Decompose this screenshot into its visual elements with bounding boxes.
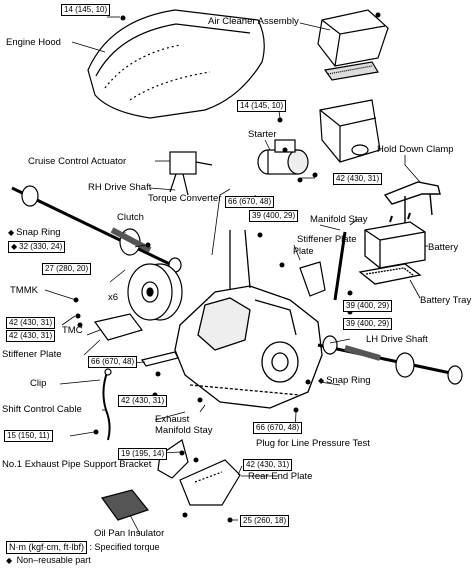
torque-converter-label: Torque Converter bbox=[148, 193, 222, 204]
legend-torque-unit-box: N·m (kgf·cm, ft·lbf) bbox=[6, 541, 87, 554]
torque-spec-box: 39 (400, 29) bbox=[249, 210, 299, 222]
shift-cable-label: Shift Control Cable bbox=[2, 404, 82, 415]
cruise-actuator-drawing bbox=[169, 151, 213, 196]
hold-down-clamp-label: Hold Down Clamp bbox=[377, 144, 454, 155]
legend-nonreusable-row: ◆ Non–reusable part bbox=[6, 554, 160, 567]
hold-down-clamp-drawing bbox=[383, 181, 441, 225]
tmc-label: TMC bbox=[62, 325, 83, 336]
torque-spec-box: 39 (400, 29) bbox=[343, 318, 393, 330]
exhaust-manifold-stay-drawing bbox=[141, 351, 179, 367]
rear-end-plate-label: Rear End Plate bbox=[248, 471, 313, 482]
torque-spec-box: 19 (195, 14) bbox=[118, 448, 168, 460]
air-cleaner-drawing bbox=[317, 9, 389, 163]
legend: N·m (kgf·cm, ft·lbf) : Specified torque … bbox=[6, 541, 160, 567]
legend-torque-row: N·m (kgf·cm, ft·lbf) : Specified torque bbox=[6, 541, 160, 554]
engine-hood-label: Engine Hood bbox=[6, 37, 61, 48]
torque-spec-box: 42 (430, 31) bbox=[243, 459, 293, 471]
battery-label: Battery bbox=[428, 242, 459, 253]
bolts bbox=[73, 12, 381, 523]
exhaust-manifold-stay-label: Exhaust Manifold Stay bbox=[155, 414, 213, 436]
x6-label: x6 bbox=[108, 292, 119, 303]
nonreusable-diamond-icon: ◆ bbox=[11, 242, 18, 251]
torque-spec-box: 42 (430, 31) bbox=[6, 317, 56, 329]
rear-end-plate-drawing bbox=[179, 459, 241, 506]
battery-drawing bbox=[358, 212, 426, 285]
torque-spec-box: ◆32 (330, 24) bbox=[8, 241, 66, 253]
stiffener-plate-right-label: Stiffener Plate bbox=[297, 234, 357, 245]
manifold-stay-drawing bbox=[299, 231, 347, 301]
torque-spec-box: 25 (260, 18) bbox=[240, 515, 290, 527]
snap-ring-left-text: Snap Ring bbox=[16, 227, 61, 238]
torque-spec-value: 32 (330, 24) bbox=[19, 242, 63, 251]
rh-drive-shaft-drawing bbox=[11, 185, 182, 273]
lh-drive-shaft-drawing bbox=[317, 335, 463, 385]
manifold-stay-label: Manifold Stay bbox=[310, 214, 368, 225]
torque-spec-box: 14 (145, 10) bbox=[237, 100, 287, 112]
legend-torque-desc: : Specified torque bbox=[89, 542, 160, 552]
stiffener-plate-left-drawing bbox=[93, 313, 143, 341]
legend-nonreusable-text: Non–reusable part bbox=[16, 555, 91, 565]
transaxle-drawing bbox=[174, 229, 323, 409]
oil-pan-insulator-label: Oil Pan Insulator bbox=[94, 528, 165, 539]
exhaust-bracket-label: No.1 Exhaust Pipe Support Bracket bbox=[2, 459, 152, 470]
oil-pan-insulator-drawing bbox=[101, 489, 150, 521]
torque-spec-box: 66 (670, 48) bbox=[88, 356, 138, 368]
plug-line-pressure-label: Plug for Line Pressure Test bbox=[256, 438, 370, 449]
torque-spec-box: 14 (145, 10) bbox=[61, 4, 111, 16]
snap-ring-right-text: Snap Ring bbox=[326, 375, 371, 386]
rh-drive-shaft-label: RH Drive Shaft bbox=[88, 182, 152, 193]
torque-spec-box: 66 (670, 48) bbox=[253, 422, 303, 434]
nonreusable-diamond-icon: ◆ bbox=[318, 376, 325, 385]
starter-label: Starter bbox=[248, 129, 277, 140]
torque-spec-box: 27 (280, 20) bbox=[42, 263, 92, 275]
torque-spec-box: 42 (430, 31) bbox=[118, 395, 168, 407]
engine-hood-drawing bbox=[87, 9, 265, 119]
cruise-actuator-label: Cruise Control Actuator bbox=[28, 156, 127, 167]
nonreusable-diamond-icon: ◆ bbox=[8, 228, 15, 237]
leader-lines bbox=[44, 16, 428, 535]
torque-spec-box: 15 (150, 11) bbox=[4, 430, 53, 442]
lh-drive-shaft-label: LH Drive Shaft bbox=[366, 334, 428, 345]
torque-spec-box: 42 (430, 31) bbox=[333, 173, 383, 185]
nonreusable-diamond-icon: ◆ bbox=[6, 556, 13, 565]
battery-tray-label: Battery Tray bbox=[420, 295, 472, 306]
starter-drawing bbox=[257, 139, 309, 175]
exhaust-bracket-drawing bbox=[157, 439, 189, 479]
snap-ring-right-label: ◆Snap Ring bbox=[318, 375, 371, 386]
clip-label: Clip bbox=[30, 378, 47, 389]
shift-cable-drawing bbox=[102, 368, 112, 441]
torque-spec-box: 66 (670, 48) bbox=[225, 196, 275, 208]
snap-ring-left-label: ◆Snap Ring bbox=[8, 227, 61, 238]
stiffener-plate-left-label: Stiffener Plate bbox=[2, 349, 62, 360]
stiffener-plate-right-label-2: Plate bbox=[293, 246, 314, 256]
clutch-label: Clutch bbox=[117, 212, 144, 223]
torque-spec-box: 39 (400, 29) bbox=[343, 300, 393, 312]
torque-converter-drawing bbox=[127, 263, 183, 321]
tmmk-label: TMMK bbox=[10, 285, 38, 296]
torque-spec-box: 42 (430, 31) bbox=[6, 330, 56, 342]
air-cleaner-label: Air Cleaner Assembly bbox=[208, 16, 299, 27]
